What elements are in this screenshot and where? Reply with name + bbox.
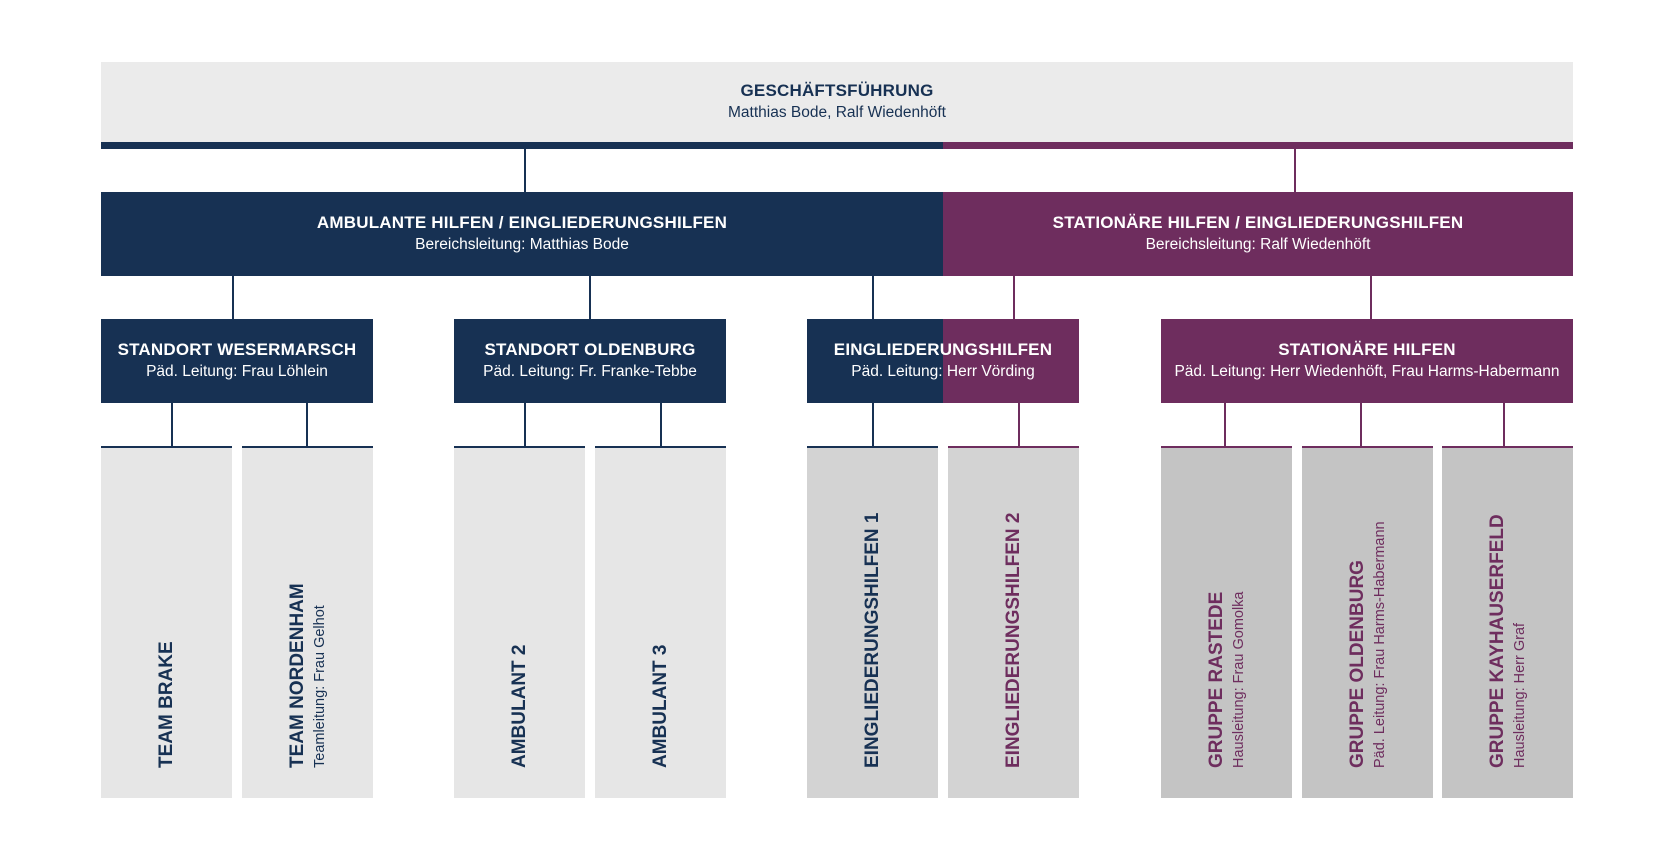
team-gruppe-kayhauserfeld: GRUPPE KAYHAUSERFELD Hausleitung: Herr G…	[1442, 448, 1573, 798]
team-ambulant-2: AMBULANT 2	[454, 448, 585, 798]
connector-line	[1503, 403, 1505, 447]
unit-title: STATIONÄRE HILFEN	[1278, 340, 1456, 359]
connector-line	[171, 403, 173, 447]
team-eingliederungshilfen-1: EINGLIEDERUNGSHILFEN 1	[807, 448, 938, 798]
division-lead: Bereichsleitung: Ralf Wiedenhöft	[1145, 236, 1371, 253]
management-title: GESCHÄFTSFÜHRUNG	[740, 81, 934, 100]
team-brake: TEAM BRAKE	[101, 448, 232, 798]
team-title: GRUPPE RASTEDE	[1205, 591, 1227, 768]
connector-line	[1294, 149, 1296, 192]
team-title: AMBULANT 2	[508, 644, 530, 769]
connector-line	[589, 276, 591, 319]
team-title: EINGLIEDERUNGSHILFEN 1	[861, 512, 883, 768]
unit-eingliederungshilfen-box: EINGLIEDERUNGSHILFEN Päd. Leitung: Herr …	[807, 319, 1079, 403]
management-bar-navy	[101, 142, 943, 149]
team-eingliederungshilfen-2: EINGLIEDERUNGSHILFEN 2	[948, 448, 1079, 798]
unit-lead: Päd. Leitung: Herr Wiedenhöft, Frau Harm…	[1174, 363, 1560, 380]
division-stationaere-box: STATIONÄRE HILFEN / EINGLIEDERUNGSHILFEN…	[943, 192, 1573, 276]
unit-title: STANDORT WESERMARSCH	[117, 340, 357, 359]
connector-line	[524, 403, 526, 447]
team-title: TEAM NORDENHAM	[286, 583, 308, 768]
team-nordenham: TEAM NORDENHAM Teamleitung: Frau Gelhot	[242, 448, 373, 798]
connector-line	[1224, 403, 1226, 447]
connector-line	[660, 403, 662, 447]
connector-line	[232, 276, 234, 319]
team-lead: Hausleitung: Herr Graf	[1511, 622, 1528, 768]
unit-stationaere-box: STATIONÄRE HILFEN Päd. Leitung: Herr Wie…	[1161, 319, 1573, 403]
connector-line	[1013, 276, 1015, 319]
unit-wesermarsch-box: STANDORT WESERMARSCH Päd. Leitung: Frau …	[101, 319, 373, 403]
team-title: AMBULANT 3	[649, 644, 671, 769]
connector-line	[872, 276, 874, 319]
team-title: GRUPPE KAYHAUSERFELD	[1486, 514, 1508, 768]
connector-line	[524, 149, 526, 192]
connector-line	[872, 403, 874, 447]
division-title: STATIONÄRE HILFEN / EINGLIEDERUNGSHILFEN	[1052, 213, 1464, 232]
unit-lead: Päd. Leitung: Herr Vörding	[851, 363, 1035, 380]
unit-lead: Päd. Leitung: Fr. Franke-Tebbe	[483, 363, 697, 380]
connector-line	[306, 403, 308, 447]
division-title: AMBULANTE HILFEN / EINGLIEDERUNGSHILFEN	[316, 213, 728, 232]
connector-line	[1370, 276, 1372, 319]
team-ambulant-3: AMBULANT 3	[595, 448, 726, 798]
team-title: TEAM BRAKE	[155, 641, 177, 768]
unit-title: STANDORT OLDENBURG	[484, 340, 696, 359]
team-lead: Hausleitung: Frau Gomolka	[1230, 591, 1247, 769]
division-lead: Bereichsleitung: Matthias Bode	[415, 236, 629, 253]
team-title: GRUPPE OLDENBURG	[1346, 560, 1368, 768]
division-ambulante-box: AMBULANTE HILFEN / EINGLIEDERUNGSHILFEN …	[101, 192, 943, 276]
management-box: GESCHÄFTSFÜHRUNG Matthias Bode, Ralf Wie…	[101, 62, 1573, 142]
team-lead: Teamleitung: Frau Gelhot	[311, 605, 328, 768]
connector-line	[1360, 403, 1362, 447]
management-names: Matthias Bode, Ralf Wiedenhöft	[728, 104, 946, 121]
unit-title: EINGLIEDERUNGSHILFEN	[833, 340, 1053, 359]
team-title: EINGLIEDERUNGSHILFEN 2	[1002, 512, 1024, 768]
team-gruppe-rastede: GRUPPE RASTEDE Hausleitung: Frau Gomolka	[1161, 448, 1292, 798]
team-gruppe-oldenburg: GRUPPE OLDENBURG Päd. Leitung: Frau Harm…	[1302, 448, 1433, 798]
team-lead: Päd. Leitung: Frau Harms-Habermann	[1371, 521, 1388, 768]
unit-lead: Päd. Leitung: Frau Löhlein	[146, 363, 328, 380]
connector-line	[1018, 403, 1020, 447]
management-bar-plum	[943, 142, 1573, 149]
unit-oldenburg-box: STANDORT OLDENBURG Päd. Leitung: Fr. Fra…	[454, 319, 726, 403]
